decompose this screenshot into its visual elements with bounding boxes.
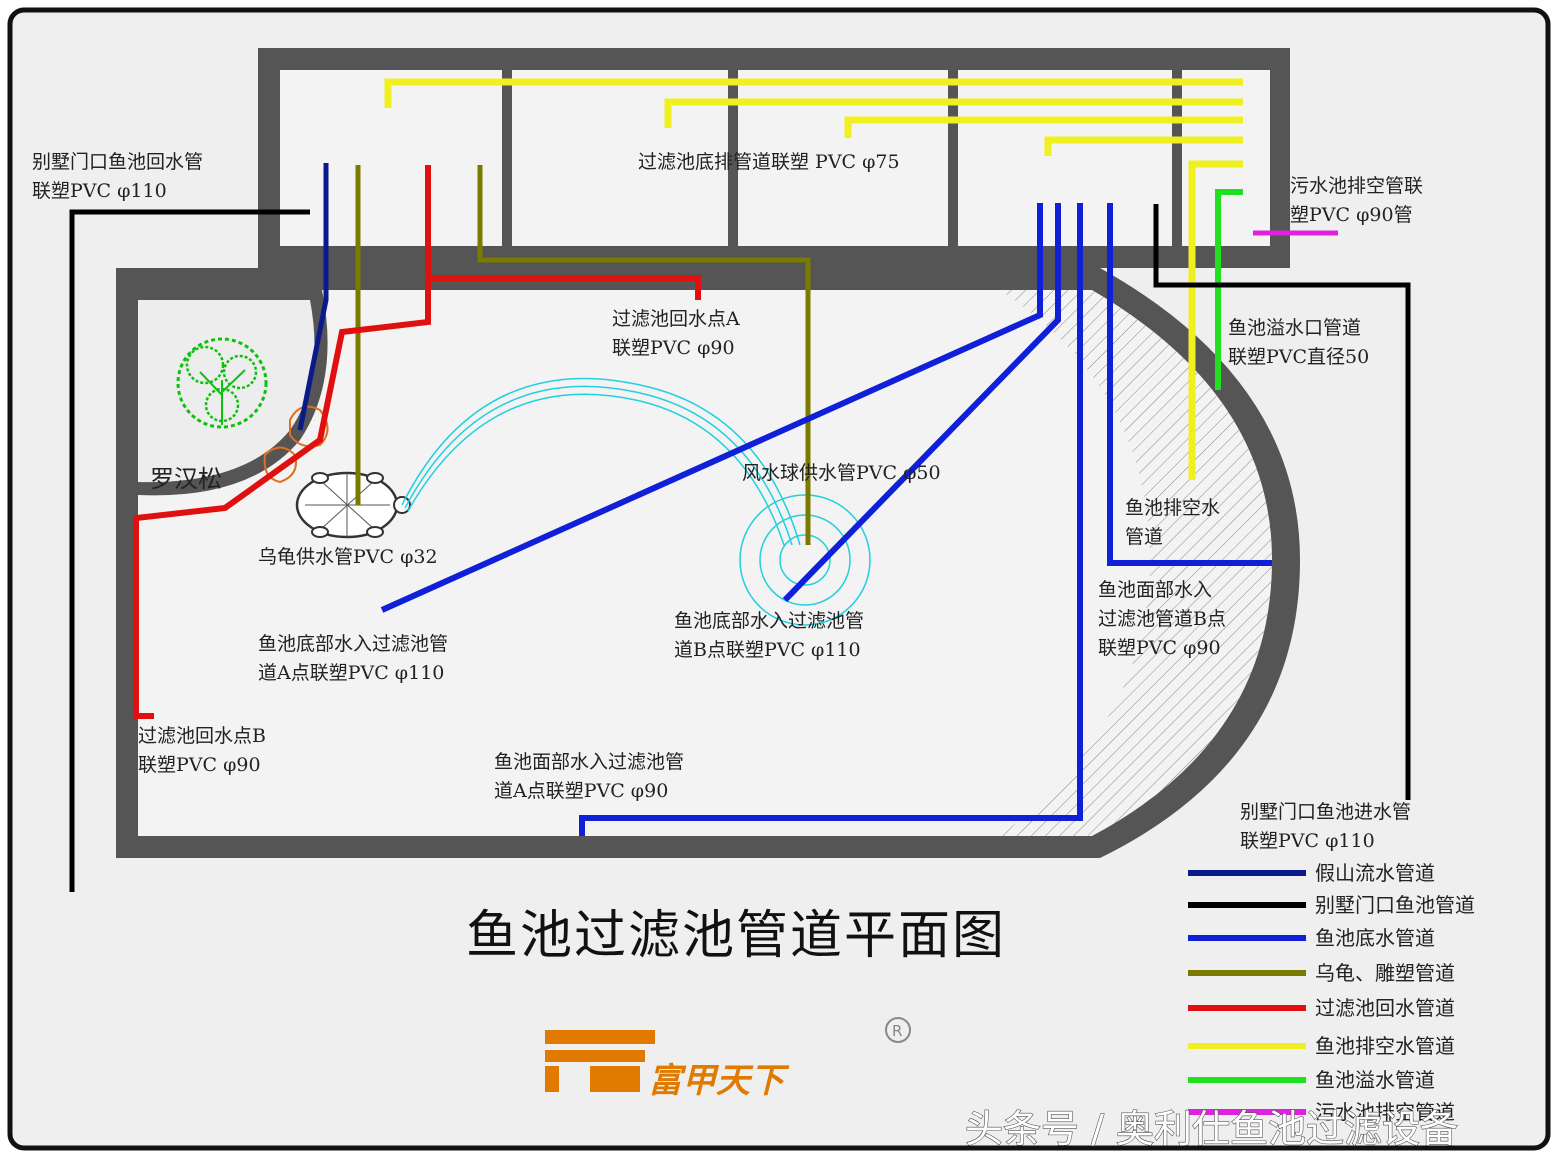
bottom-a-label-2: 道A点联塑PVC φ110 — [258, 662, 444, 684]
filter-return-a-label-1: 过滤池回水点A — [612, 308, 740, 330]
surface-b-label-3: 联塑PVC φ90 — [1098, 637, 1221, 659]
turtle-icon — [295, 471, 411, 539]
legend-label: 别墅门口鱼池管道 — [1315, 893, 1475, 917]
filter-return-b-label-1: 过滤池回水点B — [138, 725, 266, 747]
fengshui-label: 风水球供水管PVC φ50 — [742, 462, 941, 484]
overflow-label-2: 联塑PVC直径50 — [1228, 346, 1369, 368]
legend-label: 鱼池溢水管道 — [1315, 1068, 1435, 1092]
villa-inlet-label-2: 联塑PVC φ110 — [1240, 830, 1375, 852]
red-return-pipes — [133, 165, 701, 719]
villa-inlet-label-1: 别墅门口鱼池进水管 — [1240, 801, 1411, 823]
green-overflow-pipe — [1215, 189, 1243, 390]
sewage-label-1: 污水池排空管联 — [1290, 175, 1423, 197]
darkblue-rockery-pipe — [297, 163, 329, 431]
overflow-label-1: 鱼池溢水口管道 — [1228, 317, 1361, 339]
diagram-title: 鱼池过滤池管道平面图 — [466, 906, 1006, 966]
tree-label: 罗汉松 — [150, 465, 222, 493]
fish-pond — [116, 268, 1300, 858]
watermark: 头条号 / 奥利仕鱼池过滤设备 — [965, 1107, 1458, 1151]
turtle-pipe-label: 乌龟供水管PVC φ32 — [258, 546, 438, 568]
drain-label-1: 鱼池排空水 — [1125, 497, 1220, 519]
fengshui-spray — [401, 377, 871, 626]
villa-return-label-1: 别墅门口鱼池回水管 — [32, 151, 203, 173]
legend-label: 污水池排空管道 — [1315, 1100, 1455, 1124]
legend: 假山流水管道别墅门口鱼池管道鱼池底水管道乌龟、雕塑管道过滤池回水管道鱼池排空水管… — [1188, 861, 1475, 1124]
surface-b-label-2: 过滤池管道B点 — [1098, 608, 1226, 630]
filter-return-a-label-2: 联塑PVC φ90 — [612, 337, 735, 359]
bottom-a-label-1: 鱼池底部水入过滤池管 — [258, 633, 448, 655]
filter-drain-label: 过滤池底排管道联塑 PVC φ75 — [638, 151, 900, 173]
black-villa-pipes — [69, 204, 1411, 892]
surface-a-label-2: 道A点联塑PVC φ90 — [494, 780, 668, 802]
tree-icon — [176, 337, 268, 429]
legend-label: 鱼池底水管道 — [1315, 926, 1435, 950]
logo-text: 富甲天下 — [648, 1061, 790, 1101]
rockery-hatch — [1000, 290, 1272, 836]
legend-label: 假山流水管道 — [1315, 861, 1435, 885]
registered-mark: R — [892, 1022, 902, 1040]
legend-label: 鱼池排空水管道 — [1315, 1034, 1455, 1058]
olive-turtle-pipes — [355, 165, 811, 545]
surface-b-label-1: 鱼池面部水入 — [1098, 579, 1212, 601]
legend-label: 乌龟、雕塑管道 — [1315, 961, 1455, 985]
bottom-b-label-2: 道B点联塑PVC φ110 — [674, 639, 861, 661]
bottom-b-label-1: 鱼池底部水入过滤池管 — [674, 610, 864, 632]
surface-a-label-1: 鱼池面部水入过滤池管 — [494, 751, 684, 773]
blue-bottom-pipes — [380, 203, 1272, 836]
yellow-drain-pipes — [384, 78, 1243, 480]
sewage-label-2: 塑PVC φ90管 — [1290, 204, 1413, 226]
filter-return-b-label-2: 联塑PVC φ90 — [138, 754, 261, 776]
legend-label: 过滤池回水管道 — [1315, 996, 1455, 1020]
brand-logo: 富甲天下 R — [545, 1017, 911, 1101]
villa-return-label-2: 联塑PVC φ110 — [32, 180, 167, 202]
drain-label-2: 管道 — [1125, 526, 1163, 548]
